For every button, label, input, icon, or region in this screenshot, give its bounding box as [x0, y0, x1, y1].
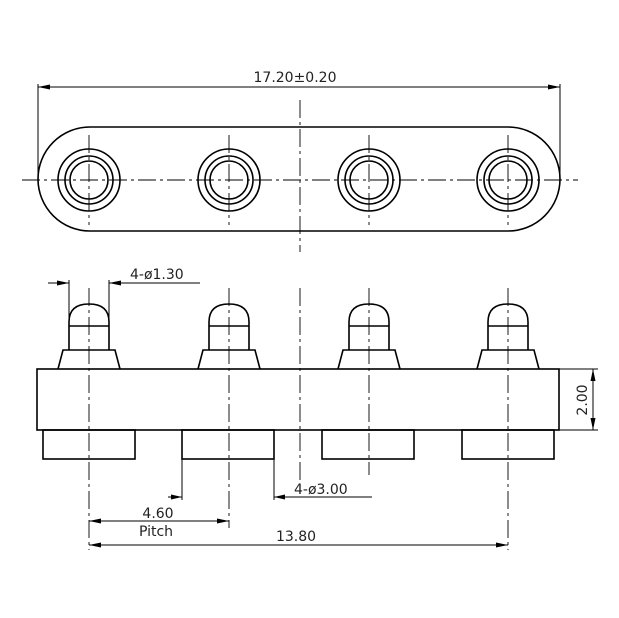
- body-height-label: 2.00: [575, 384, 591, 415]
- overall-length-dimension: 17.20±0.20: [37, 70, 561, 175]
- overall-length-label: 17.20±0.20: [254, 70, 337, 86]
- barrel-4: [461, 429, 555, 460]
- top-view-outline: [37, 126, 561, 232]
- span-dimension: 13.80: [89, 529, 508, 548]
- top-view-hole-3: [337, 135, 401, 225]
- insulator-body: [36, 368, 560, 431]
- barrel-2: [181, 429, 275, 460]
- pitch-value-label: 4.60: [142, 506, 173, 522]
- pitch-caption: Pitch: [139, 524, 173, 540]
- top-view-hole-4: [476, 135, 540, 225]
- pin-diameter-dimension: 4-ø1.30: [48, 267, 200, 326]
- body-height-dimension: 2.00: [559, 368, 598, 431]
- pitch-dimension: 4.60 Pitch: [89, 459, 229, 540]
- pin-diameter-label: 4-ø1.30: [130, 267, 184, 283]
- barrel-diameter-dimension: 4-ø3.00: [273, 459, 372, 500]
- barrel-3: [321, 429, 415, 460]
- front-view: 4-ø1.30 2.00 4.60 Pitch: [36, 267, 598, 550]
- top-view-hole-1: [57, 135, 121, 225]
- span-label: 13.80: [276, 529, 316, 545]
- top-view: 17.20±0.20: [22, 70, 578, 252]
- barrel-1: [42, 429, 136, 460]
- barrel-diameter-label: 4-ø3.00: [294, 482, 348, 498]
- top-view-hole-2: [197, 135, 261, 225]
